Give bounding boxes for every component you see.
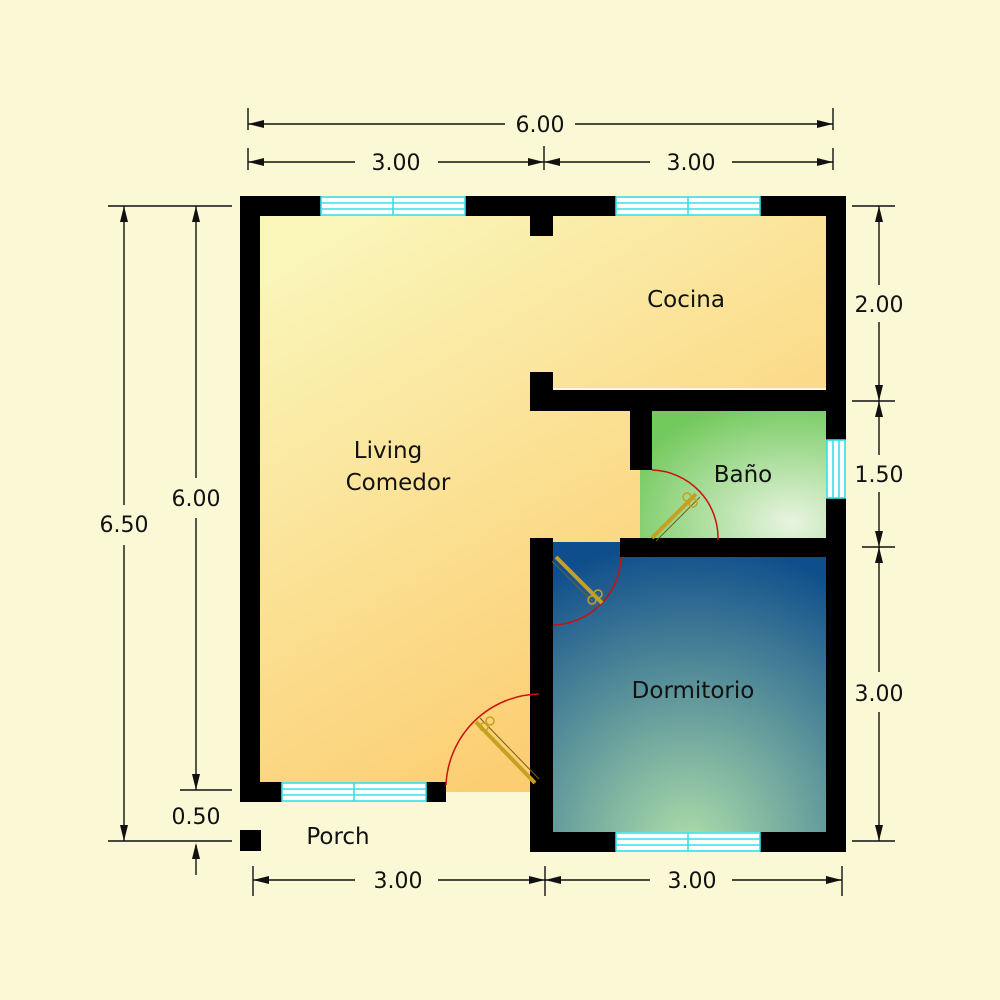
window-top-left <box>320 196 466 216</box>
dim-main-depth-label: 6.00 <box>172 487 221 512</box>
wall-right-upper <box>826 196 846 440</box>
dim-overall-width-label: 6.00 <box>516 113 565 138</box>
room-labels: Living Comedor Cocina Baño Dormitorio Po… <box>306 287 772 850</box>
door-bedroom <box>551 555 622 626</box>
wall-bath-bedroom <box>620 538 846 557</box>
wall-right-lower <box>826 498 846 852</box>
dim-top-left-label: 3.00 <box>372 151 421 176</box>
wall-bath-left <box>630 390 652 470</box>
dim-overall-width: 6.00 <box>247 108 834 138</box>
living-kitchen-floor <box>258 216 829 792</box>
door-bath <box>650 469 719 542</box>
window-bottom-bedroom <box>615 832 761 852</box>
dim-porch-depth: 0.50 <box>172 805 221 875</box>
wall-bottom-door-jamb <box>426 782 446 802</box>
door-entrance <box>445 693 540 786</box>
wall-kitchen-bath <box>530 390 846 411</box>
dim-top-split: 3.00 3.00 <box>247 146 834 176</box>
doors <box>445 469 719 786</box>
wall-bedroom-left <box>530 538 553 852</box>
windows <box>281 196 846 852</box>
dim-overall-depth: 6.50 <box>100 205 232 842</box>
dim-bedroom-depth-label: 3.00 <box>855 682 904 707</box>
wall-top-right <box>760 196 846 216</box>
wall-stub-top <box>530 196 553 236</box>
wall-top-left <box>240 196 321 216</box>
walls <box>240 196 846 852</box>
dim-bottom-left-label: 3.00 <box>374 869 423 894</box>
porch-label: Porch <box>306 824 369 850</box>
dim-porch-depth-label: 0.50 <box>172 805 221 830</box>
dim-bottom-right-label: 3.00 <box>668 869 717 894</box>
wall-bedroom-bottom-right <box>760 832 846 852</box>
dim-main-depth: 6.00 <box>172 206 232 791</box>
dim-bath-depth-label: 1.50 <box>855 463 904 488</box>
kitchen-label: Cocina <box>647 287 725 313</box>
living-label-line2: Comedor <box>346 470 451 496</box>
dim-kitchen-depth-label: 2.00 <box>855 293 904 318</box>
bedroom-floor <box>548 542 829 832</box>
window-top-right <box>615 196 761 216</box>
room-fills <box>258 216 829 832</box>
window-bottom-living <box>281 782 427 802</box>
wall-bedroom-bottom-left <box>530 832 616 852</box>
dim-bottom-split: 3.00 3.00 <box>252 866 843 896</box>
bath-label: Baño <box>714 462 773 488</box>
bedroom-label: Dormitorio <box>632 678 755 704</box>
dim-top-right-label: 3.00 <box>667 151 716 176</box>
wall-left <box>240 196 260 802</box>
dim-right-depths: 2.00 1.50 3.00 <box>852 205 904 842</box>
dimensions: 6.00 3.00 3.00 6.50 <box>100 108 904 896</box>
window-bath <box>826 439 846 499</box>
wall-bottom-left <box>240 782 282 802</box>
living-label-line1: Living <box>354 438 422 464</box>
dim-overall-depth-label: 6.50 <box>100 513 149 538</box>
porch-column <box>240 830 261 851</box>
